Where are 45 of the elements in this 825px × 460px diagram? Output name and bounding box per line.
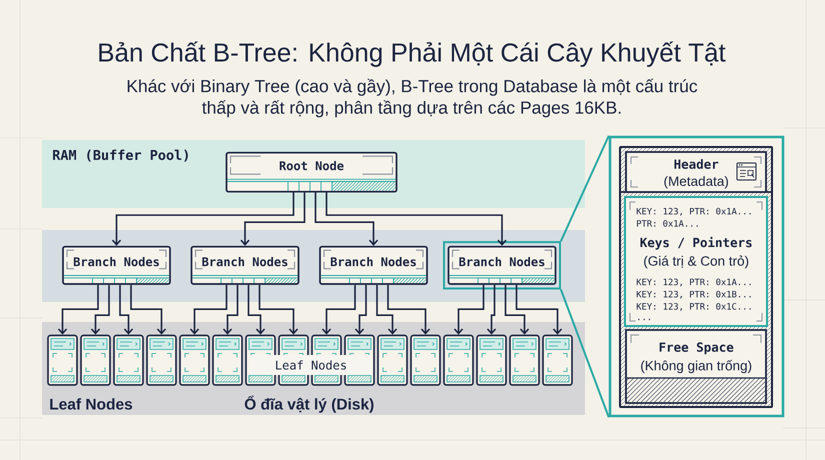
leaf-box [443, 334, 474, 386]
arrow [376, 284, 398, 335]
leaf-box [80, 334, 111, 386]
connector-line [560, 288, 610, 418]
arrow [90, 284, 110, 335]
arrow [504, 284, 530, 335]
arrow [258, 284, 298, 335]
connector-line [560, 135, 610, 242]
keys-section: KEY: 123, PTR: 0x1A... PTR: 0x1A... Keys / Pointers (Giá trị & Con trỏ) KEY: 123, PTR: 0x1A... KEY: 123, PTR: 0x1B... KEY: 123, PTR: 0x1C... ... [624, 196, 768, 327]
arrow [112, 192, 294, 246]
leaf-box [146, 334, 177, 386]
subtitle: Khác với Binary Tree (cao và gầy), B-Tree trong Database là một cấu trúc thấp và rất rộng, phân tầng dựa trên các Pages 16KB. [128, 78, 698, 118]
arrow [119, 284, 134, 335]
title: Bản Chất B-Tree: Không Phải Một Cái Cây Khuyết Tật [99, 42, 726, 67]
header-section: Header (Metadata) [625, 151, 767, 193]
leaf-box [113, 334, 144, 386]
arrow [314, 192, 378, 246]
arrow [486, 284, 496, 335]
free-space-section: Free Space (Không gian trống) [625, 329, 767, 404]
leaf-box [47, 334, 78, 386]
arrow [190, 284, 228, 335]
leaf-box [179, 334, 210, 386]
leaf-box [542, 334, 573, 386]
leaf-box [212, 334, 243, 386]
root-box: Root Node [226, 152, 398, 193]
leaf-box [410, 334, 441, 386]
branch-box: Branch Nodes [443, 241, 561, 290]
arrow [130, 284, 166, 335]
arrow [248, 284, 266, 335]
leaf-box [377, 334, 408, 386]
arrow [222, 284, 238, 335]
overlay-label: Leaf Nodes [250, 354, 372, 375]
arrow [322, 284, 356, 335]
arrow [240, 192, 306, 246]
arrow [387, 284, 430, 335]
branch-box: Branch Nodes [62, 246, 171, 285]
arrow [454, 284, 484, 335]
arrow [58, 284, 99, 335]
arrow [326, 192, 507, 246]
arrow [516, 284, 562, 335]
arrow [354, 284, 367, 335]
branch-box: Branch Nodes [190, 246, 300, 285]
leaf-box [509, 334, 540, 386]
branch-box: Branch Nodes [319, 246, 428, 285]
leaf-box [476, 334, 507, 386]
